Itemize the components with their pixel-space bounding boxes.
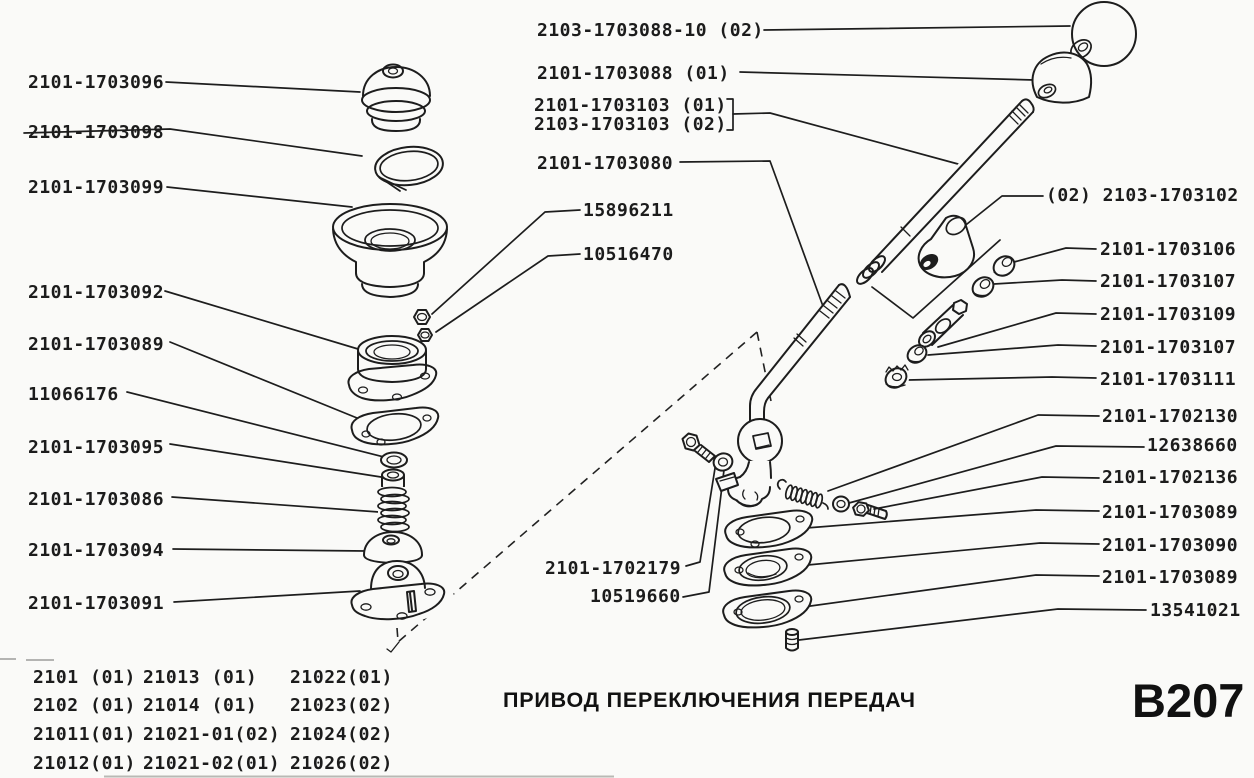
drawing-seat-cover-1703090 — [723, 547, 813, 587]
page-code: B207 — [1132, 674, 1244, 727]
drawing-gasket-1703089-r2 — [722, 589, 813, 629]
table-cell: 21021-02(01) — [143, 753, 280, 774]
table-cell: 21013 (01) — [143, 667, 257, 688]
part-label-2101-1703086: 2101-1703086 — [28, 489, 164, 510]
drawing-seat-1703092 — [347, 334, 438, 405]
drawing-upper-lever-1703103 — [855, 98, 1035, 287]
table-cell: 21026(02) — [290, 753, 393, 774]
drawing-bushing-1703109 — [918, 299, 968, 348]
part-label-12638660: 12638660 — [1147, 435, 1238, 456]
drawing-pin-13541021 — [785, 628, 799, 652]
drawing-gasket-1703089-r1 — [724, 509, 814, 549]
part-label-2101-1703098: 2101-1703098 — [28, 122, 164, 143]
part-label-2101-1703107-a: 2101-1703107 — [1100, 271, 1236, 292]
table-cell: 21024(02) — [290, 724, 393, 745]
drawing-boot-bowl-1703099 — [332, 203, 448, 298]
part-label-11066176: 11066176 — [28, 384, 119, 405]
drawing-washer-1703107-a — [971, 276, 995, 298]
part-label-2101-1703089-r2: 2101-1703089 — [1102, 567, 1238, 588]
part-label-2101-1703091: 2101-1703091 — [28, 593, 164, 614]
table-cell: 21014 (01) — [143, 695, 257, 716]
part-label-10519660: 10519660 — [590, 586, 681, 607]
part-label-2101-1703111: 2101-1703111 — [1100, 369, 1236, 390]
table-cell: 2101 (01) — [33, 667, 136, 688]
drawing-spring-1702130 — [776, 478, 829, 510]
part-label-2101-1702179: 2101-1702179 — [545, 558, 681, 579]
drawing-knob-cap-1703096 — [361, 63, 431, 132]
part-label-2101-1703090: 2101-1703090 — [1102, 535, 1238, 556]
drawing-lever-ball-joint — [715, 418, 783, 509]
drawing-boot-cone-1703102 — [917, 214, 975, 279]
part-label-2101-1703106: 2101-1703106 — [1100, 239, 1236, 260]
part-label-2101-1703092: 2101-1703092 — [28, 282, 164, 303]
part-label-2103-1703088-10: 2103-1703088-10 (02) — [537, 20, 764, 41]
part-label-2101-1703094: 2101-1703094 — [28, 540, 164, 561]
table-cell: 21022(01) — [290, 667, 393, 688]
part-label-2101-1703109: 2101-1703109 — [1100, 304, 1236, 325]
part-label-2101-1703096: 2101-1703096 — [28, 72, 164, 93]
part-label-13541021: 13541021 — [1150, 600, 1241, 621]
part-label-2101-1703080: 2101-1703080 — [537, 153, 673, 174]
drawing-nut-10516470 — [417, 328, 433, 342]
drawing-gasket-1703089-left — [350, 406, 440, 446]
part-label-2101-1703089-left: 2101-1703089 — [28, 334, 164, 355]
part-label-2101-1702130: 2101-1702130 — [1102, 406, 1238, 427]
table-cell: 21021-01(02) — [143, 724, 280, 745]
part-label-15896211: 15896211 — [583, 200, 674, 221]
table-cell: 21011(01) — [33, 724, 136, 745]
drawing-spring-1703086 — [377, 486, 410, 533]
table-cell: 21012(01) — [33, 753, 136, 774]
applicability-table: 2101 (01) 21013 (01) 21022(01) 2102 (01)… — [33, 667, 393, 774]
part-label-2101-1703099: 2101-1703099 — [28, 177, 164, 198]
leader-lines — [23, 25, 1147, 641]
drawing-washer-1703107-b — [906, 344, 928, 364]
drawing-splined-bushing-1703111 — [883, 364, 909, 391]
part-label-2101-1703095: 2101-1703095 — [28, 437, 164, 458]
drawing-nut-15896211 — [413, 309, 431, 325]
part-label-2101-1703088: 2101-1703088 (01) — [537, 63, 730, 84]
drawing-bolt-1702179 — [681, 432, 716, 463]
drawing-knob-cone-1703088 — [1031, 51, 1093, 104]
drawing-ring-11066176 — [380, 451, 408, 469]
drawing-washer-10519660 — [712, 452, 734, 472]
drawing-bolt-1702136 — [852, 501, 888, 520]
table-cell: 21023(02) — [290, 695, 393, 716]
table-cell: 2102 (01) — [33, 695, 136, 716]
part-label-2101-1703103: 2101-1703103 (01) — [534, 95, 727, 116]
drawing-lower-lever-1703080 — [749, 283, 851, 424]
part-label-2101-1703107-b: 2101-1703107 — [1100, 337, 1236, 358]
bracket-1703103 — [726, 98, 734, 131]
part-label-2101-1703089-r1: 2101-1703089 — [1102, 502, 1238, 523]
diagram-title: ПРИВОД ПЕРЕКЛЮЧЕНИЯ ПЕРЕДАЧ — [503, 688, 916, 712]
drawing-mount-1703091 — [350, 560, 454, 624]
part-label-2103-1703103: 2103-1703103 (02) — [534, 114, 727, 135]
footer: ПРИВОД ПЕРЕКЛЮЧЕНИЯ ПЕРЕДАЧ B207 — [503, 674, 1244, 727]
drawing-snap-ring-1703098 — [374, 145, 444, 192]
part-label-10516470: 10516470 — [583, 244, 674, 265]
part-label-2103-1703102: (02) 2103-1703102 — [1046, 185, 1239, 206]
part-label-2101-1702136: 2101-1702136 — [1102, 467, 1238, 488]
drawing-washer-12638660 — [832, 495, 850, 513]
check-mark — [386, 641, 400, 653]
drawing-dome-cup-1703094 — [363, 531, 423, 564]
part-labels: 2101-1703096 2101-1703098 2101-1703099 2… — [28, 20, 1241, 621]
drawing-cap-nut-1703106 — [992, 255, 1016, 277]
construction-lines — [0, 331, 772, 778]
scan-artifact-dashes — [0, 658, 54, 661]
